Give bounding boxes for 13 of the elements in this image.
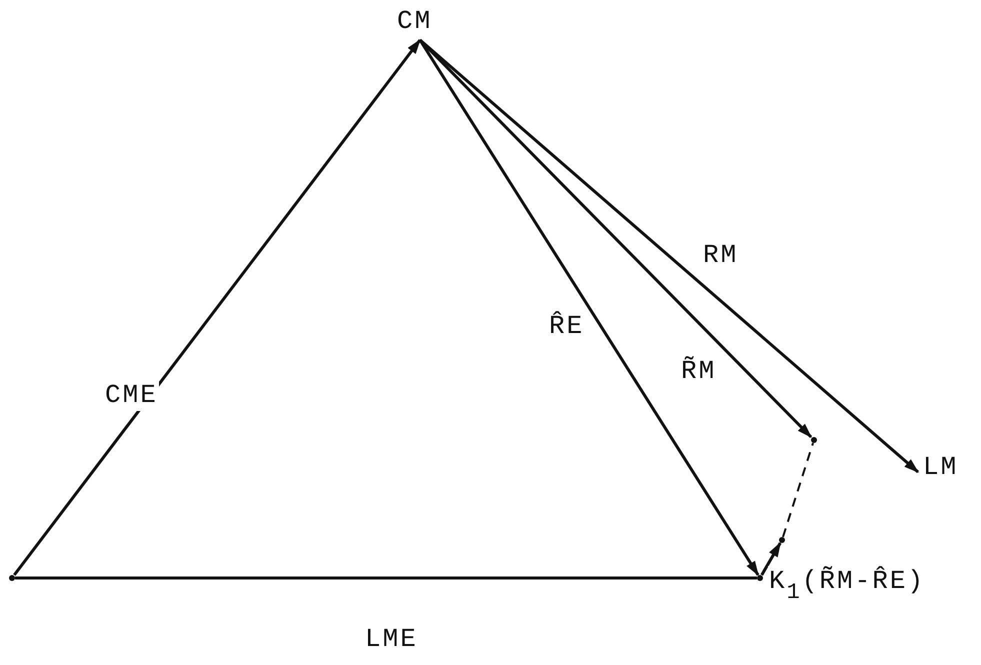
vertex-point	[779, 537, 785, 543]
vector-arrow	[13, 39, 422, 576]
vertex-point	[811, 437, 817, 443]
vector-arrow	[418, 38, 812, 438]
edge-label: CME	[104, 380, 159, 412]
vector-arrow	[418, 39, 760, 576]
dashed-line	[782, 442, 814, 538]
vector-arrow	[419, 38, 919, 474]
vector-arrow	[760, 542, 782, 576]
vector-label: CM	[397, 6, 432, 36]
vertex-point	[9, 575, 15, 581]
vector-label: LM	[923, 452, 958, 482]
vertex-point	[757, 575, 763, 581]
